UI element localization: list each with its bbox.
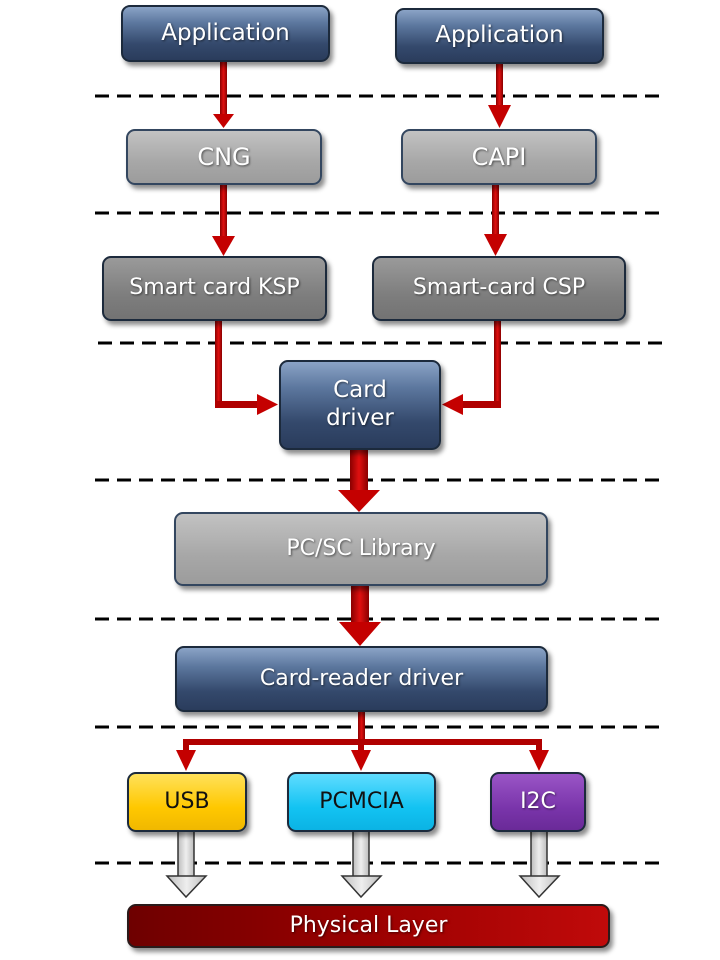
arrow-usb-to-physical xyxy=(165,830,208,899)
arrow-capi-to-csp xyxy=(484,184,507,256)
arrow-cng-to-ksp xyxy=(212,184,235,256)
arrow-app-to-capi xyxy=(488,63,511,128)
arrow-i2c-to-physical xyxy=(518,830,561,899)
node-cng: CNG xyxy=(126,129,322,185)
arrow-app-to-cng xyxy=(213,61,234,128)
node-pcmcia: PCMCIA xyxy=(287,772,436,832)
layer-separators xyxy=(95,94,668,865)
arrow-pcsc-to-reader xyxy=(339,586,381,646)
node-capi: CAPI xyxy=(401,129,597,185)
node-pcsc-library: PC/SC Library xyxy=(174,512,548,586)
node-application-right: Application xyxy=(395,8,604,64)
arrow-card-driver-to-pcsc xyxy=(338,450,380,512)
arrowhead-i2c xyxy=(529,750,549,771)
node-usb: USB xyxy=(127,772,247,832)
arrow-pcmcia-to-physical xyxy=(340,830,383,899)
arrow-ksp-to-card-driver xyxy=(215,320,278,415)
node-smart-card-ksp: Smart card KSP xyxy=(102,256,327,321)
node-i2c: I2C xyxy=(490,772,586,832)
arrowhead-usb xyxy=(176,750,196,771)
arrow-csp-to-card-driver xyxy=(442,320,501,415)
node-application-left: Application xyxy=(121,5,330,62)
node-smart-card-csp: Smart-card CSP xyxy=(372,256,626,321)
node-physical-layer: Physical Layer xyxy=(127,904,610,948)
arrowhead-pcmcia xyxy=(351,750,371,771)
node-card-driver: Card driver xyxy=(279,360,441,450)
node-card-reader-driver: Card-reader driver xyxy=(175,646,548,712)
arrow-reader-branches xyxy=(176,712,549,771)
gray-arrows xyxy=(165,830,561,899)
